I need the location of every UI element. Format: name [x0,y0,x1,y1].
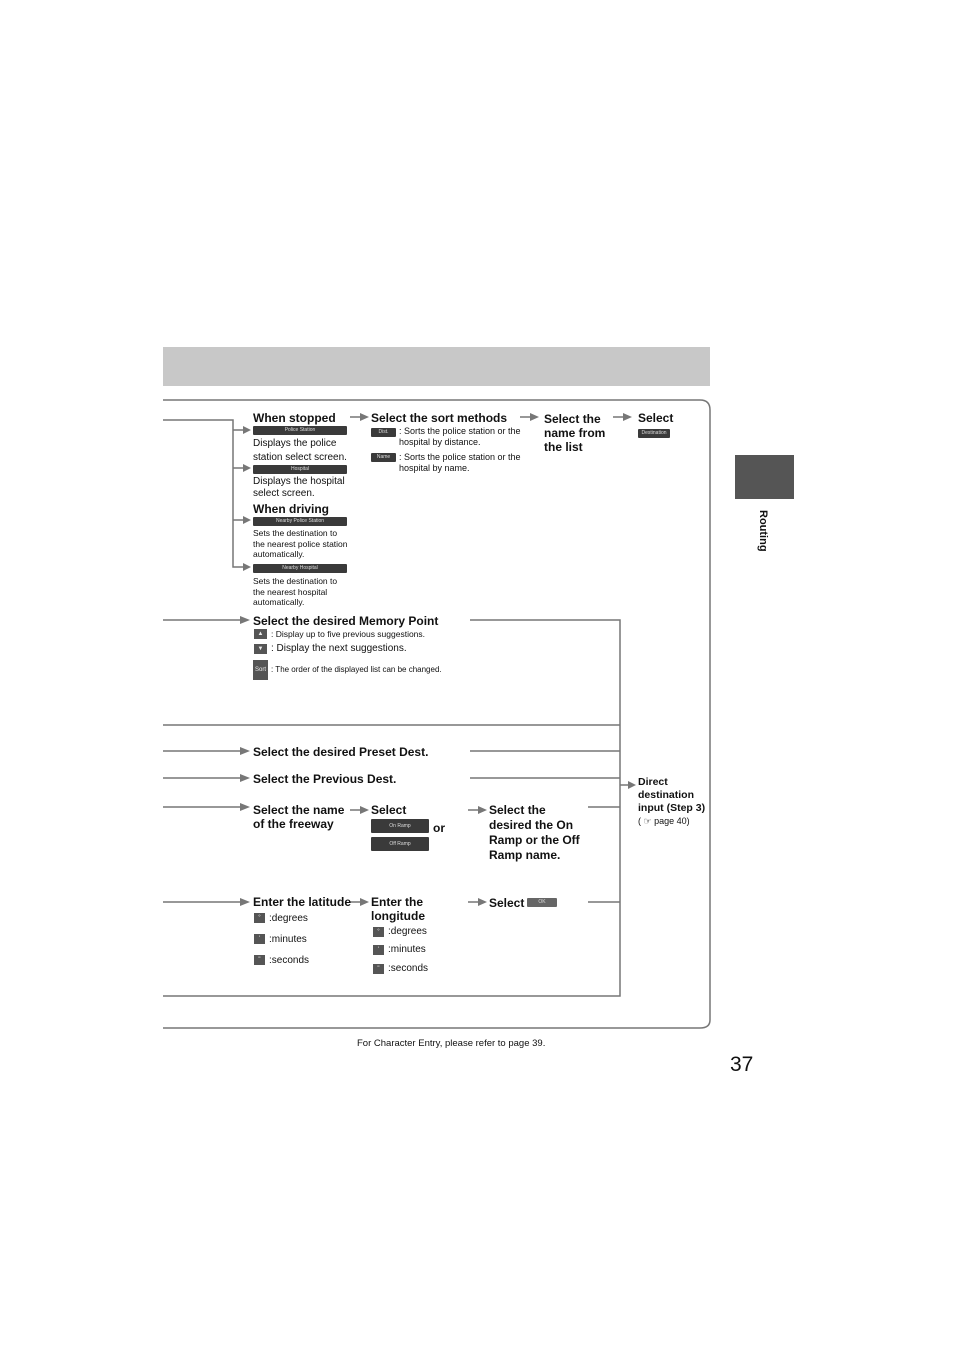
hospital-button[interactable]: Hospital [253,465,347,474]
or-label: or [433,821,445,835]
page-reference: ( ☞ page 40) [638,816,690,827]
sort-heading: Select the sort methods [371,411,508,425]
ramp-name-step: Select the desired the On Ramp or the Of… [489,803,580,862]
hospital-desc: Displays the hospital select screen. [253,476,345,499]
nearby-hospital-desc: Sets the destination to the nearest hosp… [253,576,338,607]
down-desc: : Display the next suggestions. [271,643,407,654]
dist-sort-button[interactable]: Dist. [371,428,396,437]
section-tab [735,455,794,499]
nearby-hospital-button[interactable]: Nearby Hospital [253,564,347,573]
lon-minutes-label: :minutes [388,944,426,955]
previous-dest: Select the Previous Dest. [253,772,397,786]
freeway-select: Select [371,803,407,817]
direct-destination-input: Direct destination input (Step 3) [638,776,706,814]
sort-desc: : The order of the displayed list can be… [271,665,442,674]
lat-seconds-label: :seconds [269,955,310,966]
when-driving-heading: When driving [253,502,329,516]
police-station-button[interactable]: Police Station [253,426,347,435]
lat-seconds-button[interactable]: " [254,955,265,965]
police-desc: Displays the police station select scree… [253,438,347,463]
page-ref-text: page 40) [654,816,690,826]
lat-degrees-label: :degrees [269,913,308,924]
destination-button[interactable]: Destination [638,429,670,438]
lat-degrees-button[interactable]: ° [254,913,265,923]
select-name-from-list: Select the name from the list [544,412,606,454]
name-sort-button[interactable]: Name [371,453,396,462]
lon-seconds-label: :seconds [388,963,429,974]
select-ok-label: Select [489,896,525,910]
nearby-police-button[interactable]: Nearby Police Station [253,517,347,526]
preset-dest: Select the desired Preset Dest. [253,745,429,759]
footer-note: For Character Entry, please refer to pag… [357,1038,546,1049]
up-desc: : Display up to five previous suggestion… [271,629,426,639]
sort-button[interactable]: Sort [253,660,268,680]
dist-desc: : Sorts the police station or the hospit… [399,426,521,447]
lat-minutes-button[interactable]: ' [254,934,265,944]
lat-minutes-label: :minutes [269,934,307,945]
freeway-heading: Select the name of the freeway [253,803,345,831]
select-label: Select [638,411,674,425]
hand-pointer-icon: ☞ [643,816,652,826]
memory-point-heading: Select the desired Memory Point [253,614,439,628]
up-arrow-icon[interactable]: ▲ [254,629,267,639]
ok-button[interactable]: OK [527,898,557,907]
latitude-heading: Enter the latitude [253,895,352,909]
page-number: 37 [730,1053,754,1076]
lon-seconds-button[interactable]: " [373,964,384,974]
lon-degrees-label: :degrees [388,926,427,937]
name-desc: : Sorts the police station or the hospit… [399,452,521,473]
on-ramp-button[interactable]: On Ramp [371,819,429,833]
paren: ( [638,816,641,826]
down-arrow-icon[interactable]: ▼ [254,644,267,654]
lon-degrees-button[interactable]: ° [373,927,384,937]
lon-minutes-button[interactable]: ' [373,945,384,955]
longitude-heading: Enter the longitude [371,895,425,923]
when-stopped-heading: When stopped [253,411,336,425]
nearby-police-desc: Sets the destination to the nearest poli… [253,528,348,559]
header-bar [163,347,710,386]
off-ramp-button[interactable]: Off Ramp [371,837,429,851]
